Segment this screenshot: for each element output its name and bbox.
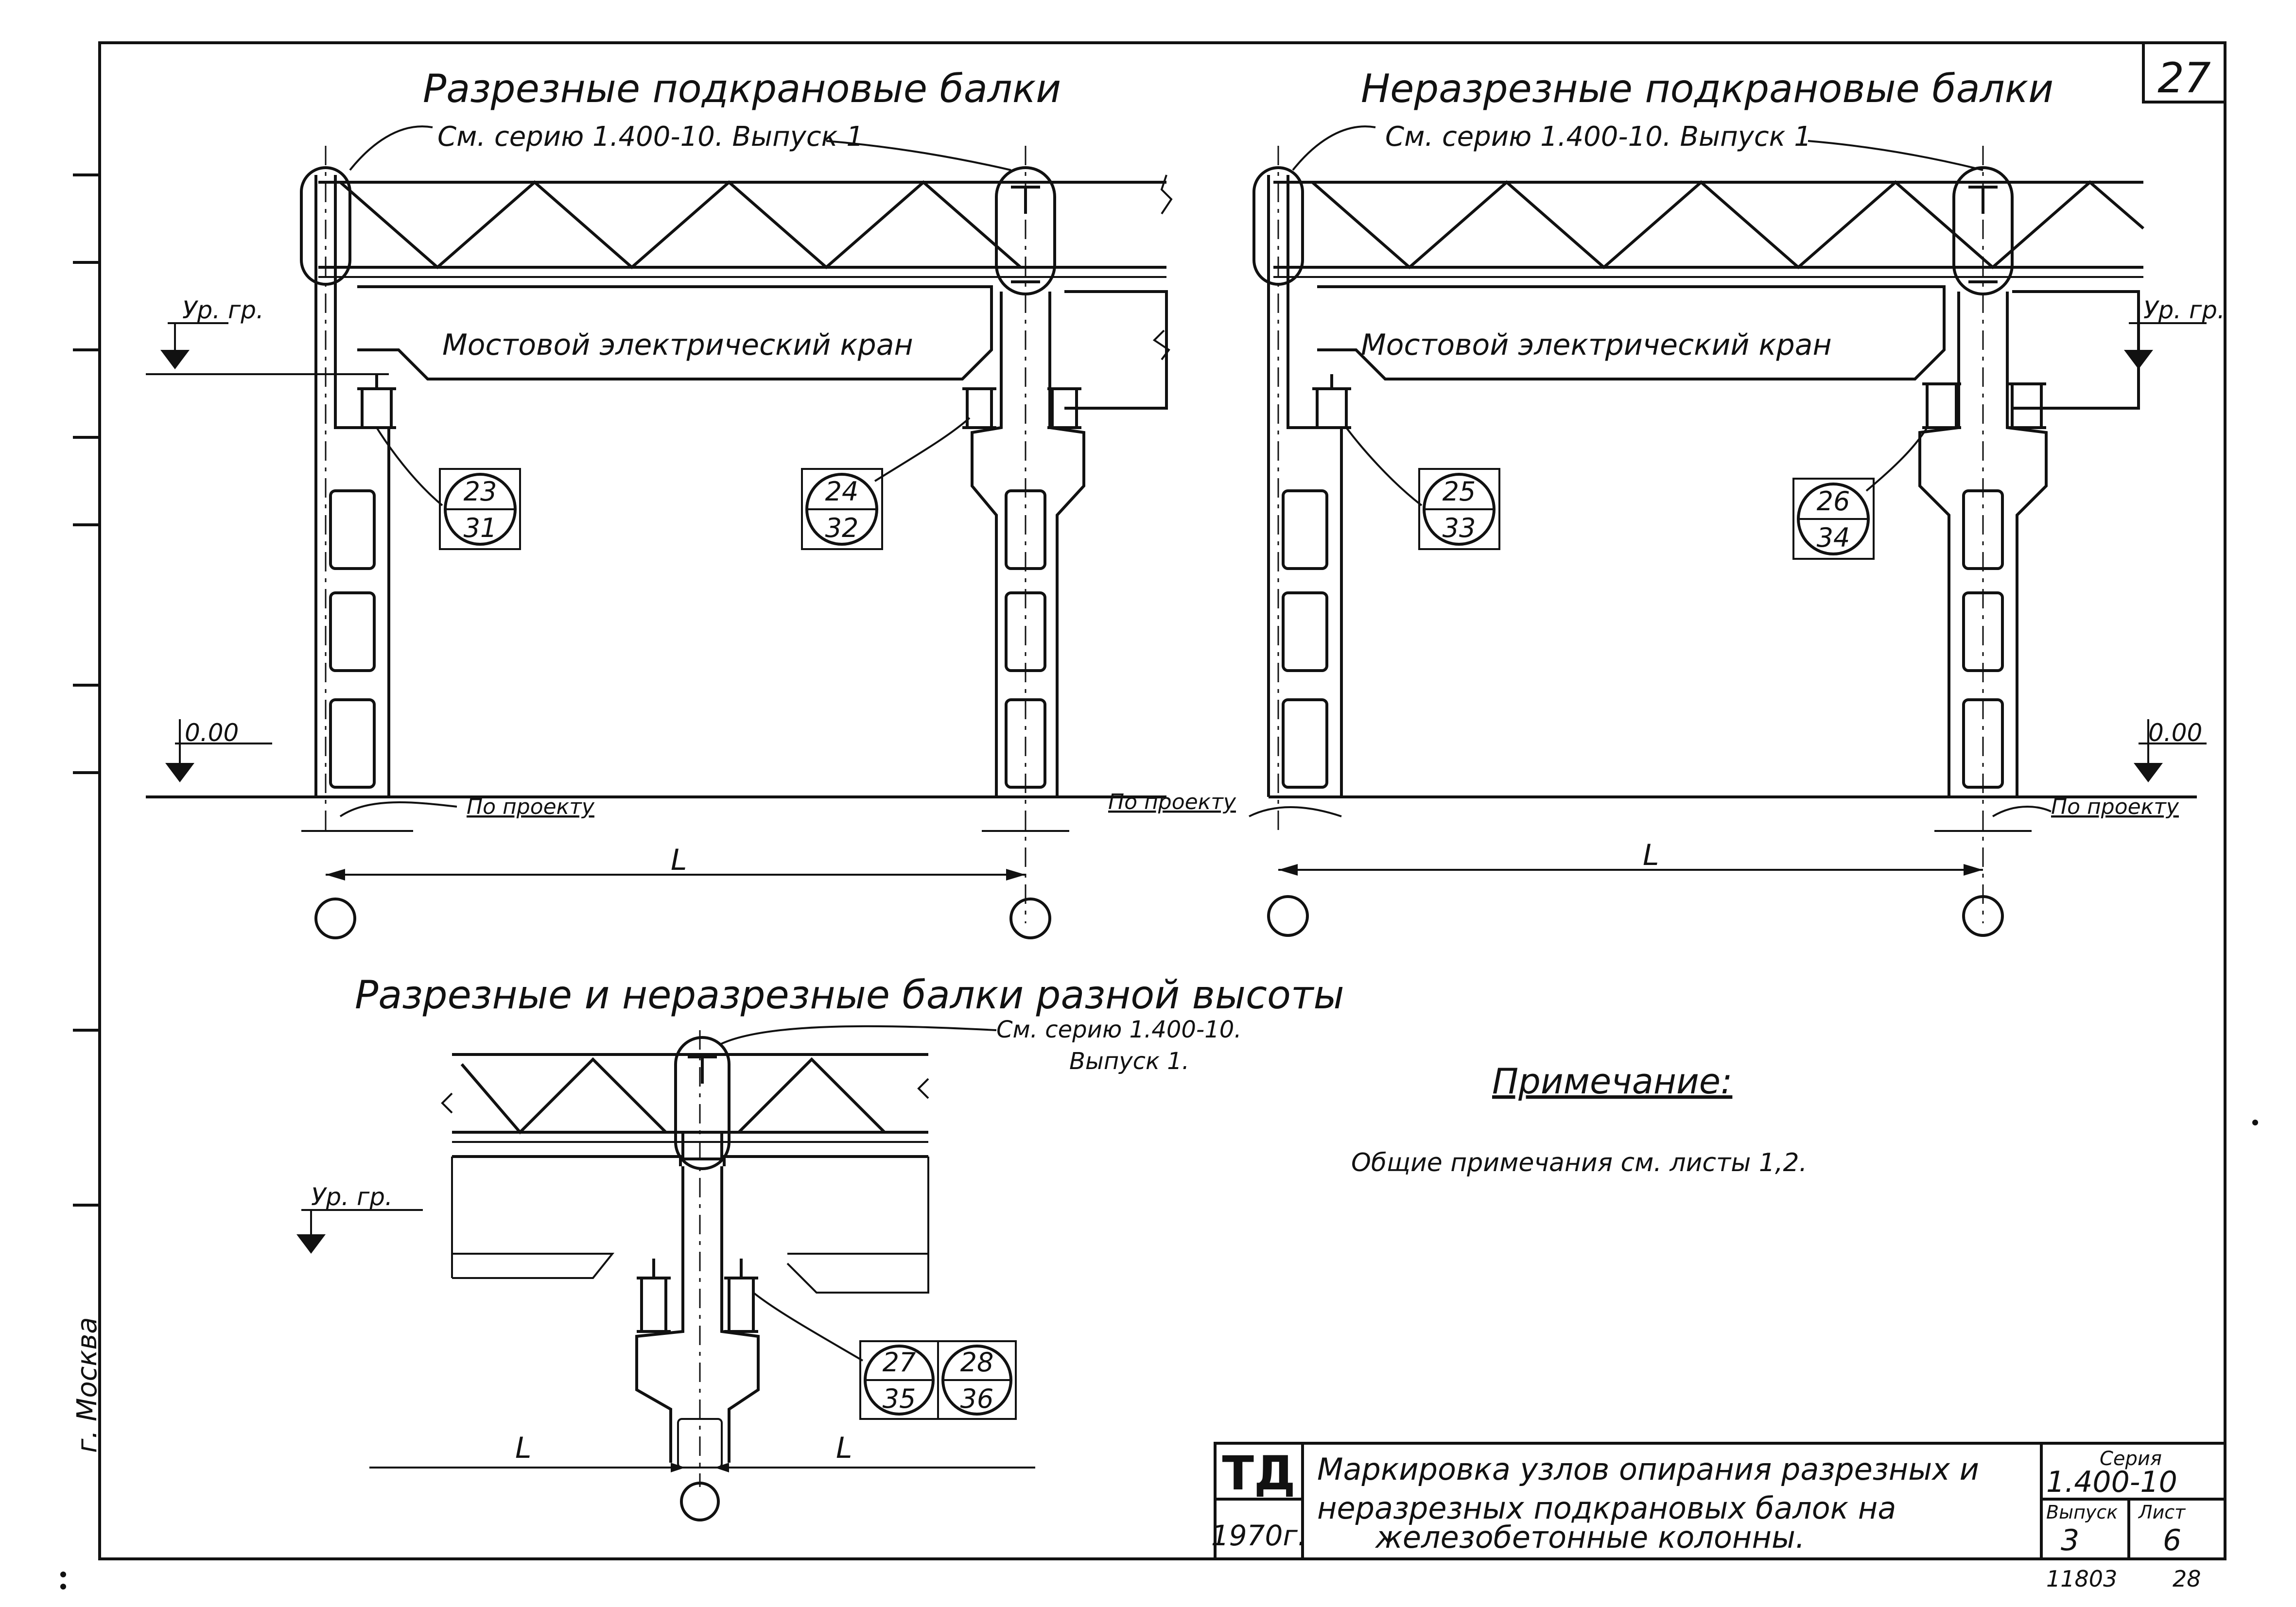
node-marker-24-32: 24 32 bbox=[801, 468, 883, 550]
tb-issue-label: Выпуск bbox=[2046, 1502, 2118, 1523]
bottom-span-left: L bbox=[515, 1431, 531, 1465]
left-crane-label: Мостовой электрический кран bbox=[442, 328, 913, 362]
tb-title-line2: неразрезных подкрановых балок на bbox=[1317, 1490, 1896, 1526]
margin-ticks bbox=[73, 173, 100, 1207]
node-bottom-33: 33 bbox=[1443, 513, 1476, 543]
node-bottom-32: 32 bbox=[825, 513, 859, 543]
tb-title-line1: Маркировка узлов опирания разрезных и bbox=[1317, 1451, 1979, 1487]
right-level-zero: 0.00 bbox=[2148, 719, 2202, 747]
tb-series-value: 1.400-10 bbox=[2046, 1465, 2177, 1499]
node-marker-26-34: 26 34 bbox=[1792, 478, 1875, 560]
node-top-24: 24 bbox=[825, 476, 859, 507]
left-series-ref: См. серию 1.400-10. Выпуск 1 bbox=[437, 121, 864, 153]
node-marker-25-33: 25 33 bbox=[1418, 468, 1500, 550]
node-top-23: 23 bbox=[464, 476, 497, 507]
left-section: Разрезные подкрановые балки См. серию 1.… bbox=[146, 66, 1173, 939]
right-project-note-a: По проекту bbox=[1108, 790, 1236, 814]
bottom-level-crane: Ур. гр. bbox=[311, 1183, 393, 1211]
tb-series-label: Серия bbox=[2100, 1448, 2162, 1470]
bottom-title: Разрезные и неразрезные балки разной выс… bbox=[355, 972, 1344, 1018]
tb-org: ТД bbox=[1222, 1446, 1296, 1501]
tb-year: 1970г. bbox=[1211, 1519, 1307, 1552]
left-project-note: По проекту bbox=[467, 795, 595, 819]
node-bottom-31: 31 bbox=[464, 513, 497, 543]
right-series-ref: См. серию 1.400-10. Выпуск 1 bbox=[1385, 121, 1811, 153]
left-bearing-2 bbox=[962, 387, 1081, 429]
node-bottom-35: 35 bbox=[883, 1383, 916, 1414]
right-bearing-2 bbox=[1922, 382, 2046, 429]
left-bearing-1 bbox=[357, 374, 396, 429]
node-top-25: 25 bbox=[1443, 476, 1476, 507]
right-section: Неразрезные подкрановые балки См. серию … bbox=[1108, 66, 2225, 937]
note-text: Общие примечания см. листы 1,2. bbox=[1351, 1148, 1807, 1177]
sheet-border bbox=[98, 41, 2226, 1560]
sheet-number: 27 bbox=[2157, 54, 2210, 103]
bottom-bearings bbox=[637, 1259, 758, 1333]
note-block: Примечание: Общие примечания см. листы 1… bbox=[1351, 1061, 1807, 1177]
tb-footer-code: 11803 bbox=[2046, 1566, 2117, 1592]
node-bottom-36: 36 bbox=[960, 1383, 994, 1414]
right-bearing-1 bbox=[1312, 374, 1351, 429]
left-level-crane: Ур. гр. bbox=[182, 296, 264, 324]
side-text: г. Москва bbox=[71, 1317, 103, 1453]
tb-issue-value: 3 bbox=[2061, 1523, 2079, 1557]
node-marker-23-31: 23 31 bbox=[439, 468, 521, 550]
node-top-27: 27 bbox=[883, 1347, 916, 1378]
note-heading: Примечание: bbox=[1492, 1061, 1732, 1102]
tb-footer-num: 28 bbox=[2173, 1566, 2201, 1592]
bottom-section: Разрезные и неразрезные балки разной выс… bbox=[296, 972, 1344, 1521]
bottom-span-right: L bbox=[836, 1431, 852, 1465]
node-marker-27-35-28-36: 27 35 28 36 bbox=[859, 1340, 1017, 1420]
bottom-bubble bbox=[674, 1036, 731, 1170]
left-span-label: L bbox=[671, 843, 687, 877]
node-top-26: 26 bbox=[1817, 486, 1850, 517]
left-title: Разрезные подкрановые балки bbox=[423, 66, 1061, 111]
right-level-crane: Ур. гр. bbox=[2143, 296, 2225, 324]
tb-title-line3: железобетонные колонны. bbox=[1374, 1520, 1805, 1555]
title-block: ТД 1970г. Маркировка узлов опирания разр… bbox=[1211, 1442, 2226, 1592]
node-top-28: 28 bbox=[960, 1347, 994, 1378]
tb-sheet-label: Лист bbox=[2138, 1502, 2186, 1523]
bottom-series-ref-line1: См. серию 1.400-10. bbox=[996, 1016, 1242, 1043]
right-span-label: L bbox=[1643, 838, 1659, 872]
right-crane-label: Мостовой электрический кран bbox=[1361, 328, 1832, 362]
sheet-number-box bbox=[2142, 41, 2226, 104]
left-level-zero: 0.00 bbox=[185, 719, 239, 747]
bottom-series-ref-line2: Выпуск 1. bbox=[1069, 1048, 1189, 1075]
node-bottom-34: 34 bbox=[1817, 522, 1850, 553]
right-title: Неразрезные подкрановые балки bbox=[1361, 66, 2053, 111]
tb-sheet-value: 6 bbox=[2163, 1523, 2181, 1557]
right-project-note-b: По проекту bbox=[2051, 795, 2179, 819]
